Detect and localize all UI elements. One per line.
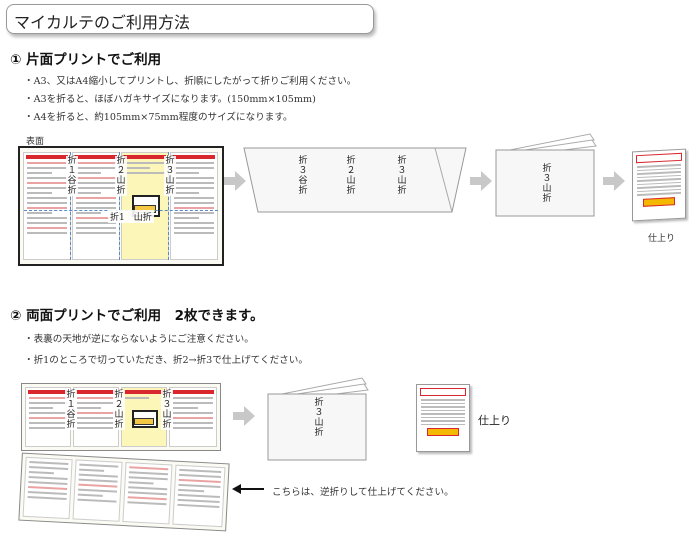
arrow-right-icon <box>224 171 246 191</box>
arrow-right-icon <box>470 171 492 191</box>
section2-bullet-1: ・表裏の天地が逆にならないようにご注意ください。 <box>24 334 254 345</box>
sheet2-fold2-label: 折 ２ 山 折 <box>113 390 125 430</box>
section1-bullet-3: ・A4を折ると、約105mm×75mm程度のサイズになります。 <box>24 112 293 123</box>
sheet2-front-thumbnail: 折 １ 谷 折 折 ２ 山 折 折 ３ 山 折 <box>21 383 221 451</box>
arrow-right-icon <box>603 171 625 191</box>
fold1-label: 折 １ 谷 折 <box>66 156 78 196</box>
page-title: マイカルテのご利用方法 <box>14 13 191 32</box>
sheet-panel-cover <box>121 152 169 260</box>
fold-line <box>168 152 169 260</box>
sheet2-step-fold-label: 折 ３ 山 折 <box>314 398 324 438</box>
fold1-horizontal-label: 折1 山折 <box>108 210 154 223</box>
finished-label-2: 仕上り <box>478 414 511 427</box>
section2-heading: ② 両面プリントでご利用 2枚できます。 <box>10 308 264 324</box>
arrow-left-icon <box>232 484 264 494</box>
step2-fold-label: 折 ３ 山 折 <box>397 156 407 196</box>
title-box <box>6 4 374 34</box>
section1-bullet-1: ・A3、又はA4縮小してプリントし、折順にしたがって折りご利用ください。 <box>24 76 357 87</box>
sheet-panel <box>170 152 218 260</box>
front-label: 表面 <box>26 137 45 147</box>
finished-booklet-2 <box>416 384 470 452</box>
sheet2-fold1-label: 折 １ 谷 折 <box>65 390 77 430</box>
sheet-panel <box>72 152 120 260</box>
section1-bullet-2: ・A3を折ると、ほぼハガキサイズになります。(150mm×105mm) <box>24 94 316 105</box>
fold2-label: 折 ２ 山 折 <box>115 156 127 196</box>
sheet1-thumbnail: 折 １ 谷 折 折 ２ 山 折 折 ３ 山 折 折1 山折 <box>18 146 224 266</box>
fold3-label: 折 ３ 山 折 <box>164 156 176 196</box>
sheet2-fold3-label: 折 ３ 山 折 <box>161 390 173 430</box>
section1-heading: ① 片面プリントでご利用 <box>10 52 162 68</box>
step2-fold-label: 折 ２ 山 折 <box>346 156 356 196</box>
folded-sheet-step3 <box>495 133 597 217</box>
finished-booklet-1 <box>632 148 686 222</box>
step3-fold-label: 折 ３ 山 折 <box>542 164 552 204</box>
arrow-right-icon <box>233 406 255 426</box>
sheet2-folded-step <box>267 377 369 461</box>
finished-label-1: 仕上り <box>648 234 676 244</box>
sheet-panel <box>23 152 71 260</box>
fold-line <box>119 152 120 260</box>
section2-bullet-2: ・折1のところで切っていただき、折2→折3で仕上げてください。 <box>24 355 308 366</box>
back-fold-note: こちらは、逆折りして仕上げてください。 <box>272 487 454 498</box>
fold-line <box>70 152 71 260</box>
step2-fold-label: 折 ３ 谷 折 <box>298 156 308 196</box>
folded-sheet-step2 <box>243 147 467 213</box>
sheet2-back-thumbnail <box>18 452 230 532</box>
